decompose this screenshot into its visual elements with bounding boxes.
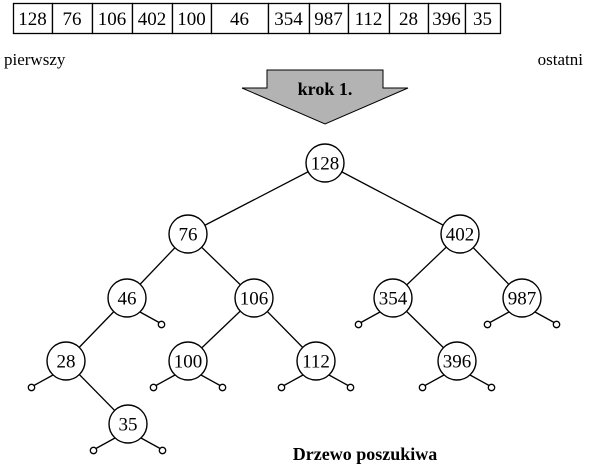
null-child-marker	[149, 383, 158, 392]
array-cell	[388, 2, 430, 35]
array-cell-value: 46	[230, 9, 249, 30]
tree-node	[234, 278, 274, 318]
array-cell-value: 402	[138, 9, 167, 30]
diagram-caption: Drzewo poszukiwa	[293, 444, 438, 464]
null-child-edge	[154, 374, 176, 387]
null-child-marker	[158, 446, 167, 455]
null-child-marker	[483, 320, 492, 329]
null-child-marker	[552, 320, 561, 329]
step-arrow	[241, 69, 409, 125]
tree-node	[168, 341, 208, 381]
tree-node-label: 396	[443, 352, 472, 373]
null-child-edge	[94, 437, 116, 450]
tree-node	[107, 278, 147, 318]
input-array: 128 76 106 402 100 46 354 987 112 28 396 35	[12, 2, 502, 35]
null-child-edge	[488, 311, 510, 324]
tree-node-label: 35	[119, 415, 138, 436]
null-child-marker	[487, 383, 496, 392]
null-child-edge	[328, 374, 350, 387]
tree-node	[168, 214, 208, 254]
tree-node-label: 76	[179, 225, 198, 246]
array-cell-value: 35	[473, 9, 492, 30]
tree-node-label: 100	[174, 352, 203, 373]
null-child-edge	[359, 311, 381, 324]
array-cell-value: 100	[177, 9, 206, 30]
array-first-label: pierwszy	[4, 50, 66, 69]
array-cell-value: 354	[274, 9, 303, 30]
null-child-edge	[534, 311, 556, 324]
null-child-marker	[218, 383, 227, 392]
null-child-marker	[89, 446, 98, 455]
array-cell-value: 128	[18, 9, 47, 30]
tree-null-leaves	[27, 311, 561, 455]
array-cell	[91, 2, 134, 35]
tree-node-label: 354	[379, 289, 408, 310]
null-child-marker	[354, 320, 363, 329]
null-child-edge	[200, 374, 222, 387]
array-cell-value: 28	[399, 9, 418, 30]
array-cell	[210, 2, 270, 35]
null-child-marker	[157, 320, 166, 329]
tree-node-label: 402	[446, 225, 475, 246]
array-cell-value: 987	[314, 9, 343, 30]
tree-node	[108, 404, 148, 444]
array-cell	[171, 2, 213, 35]
tree-node-label: 46	[118, 289, 137, 310]
null-child-marker	[418, 383, 427, 392]
array-cell-value: 396	[432, 9, 461, 30]
tree-node-label: 28	[57, 352, 76, 373]
null-child-edge	[140, 437, 162, 450]
array-cell	[308, 2, 350, 35]
tree-node	[373, 278, 413, 318]
tree-node-label: 106	[240, 289, 269, 310]
null-child-marker	[277, 383, 286, 392]
array-cell	[267, 2, 311, 35]
array-cell-value: 76	[63, 9, 82, 30]
array-cell	[347, 2, 391, 35]
tree-node	[46, 341, 86, 381]
tree-nodes: 128 76 402 46 106 354 987 28 100 112 396 35	[46, 143, 542, 444]
null-child-marker	[346, 383, 355, 392]
array-cell	[51, 2, 94, 35]
tree-edge	[187, 162, 326, 235]
tree-node	[305, 143, 345, 183]
tree-node-label: 112	[302, 352, 330, 373]
tree-edge	[324, 162, 461, 235]
null-child-edge	[469, 374, 491, 387]
null-child-marker	[27, 383, 36, 392]
null-child-edge	[139, 311, 161, 324]
array-cell	[464, 2, 502, 35]
tree-node	[296, 341, 336, 381]
array-cell	[12, 2, 54, 35]
tree-node	[440, 214, 480, 254]
null-child-edge	[32, 374, 54, 387]
array-cell-value: 106	[98, 9, 127, 30]
tree-node	[502, 278, 542, 318]
tree-node-label: 128	[311, 154, 340, 175]
null-child-edge	[282, 374, 304, 387]
array-last-label: ostatni	[538, 50, 584, 69]
tree-node-label: 987	[508, 289, 537, 310]
tree-node	[437, 341, 477, 381]
array-cell-value: 112	[355, 9, 383, 30]
step-label: krok 1.	[298, 79, 353, 99]
null-child-edge	[423, 374, 445, 387]
